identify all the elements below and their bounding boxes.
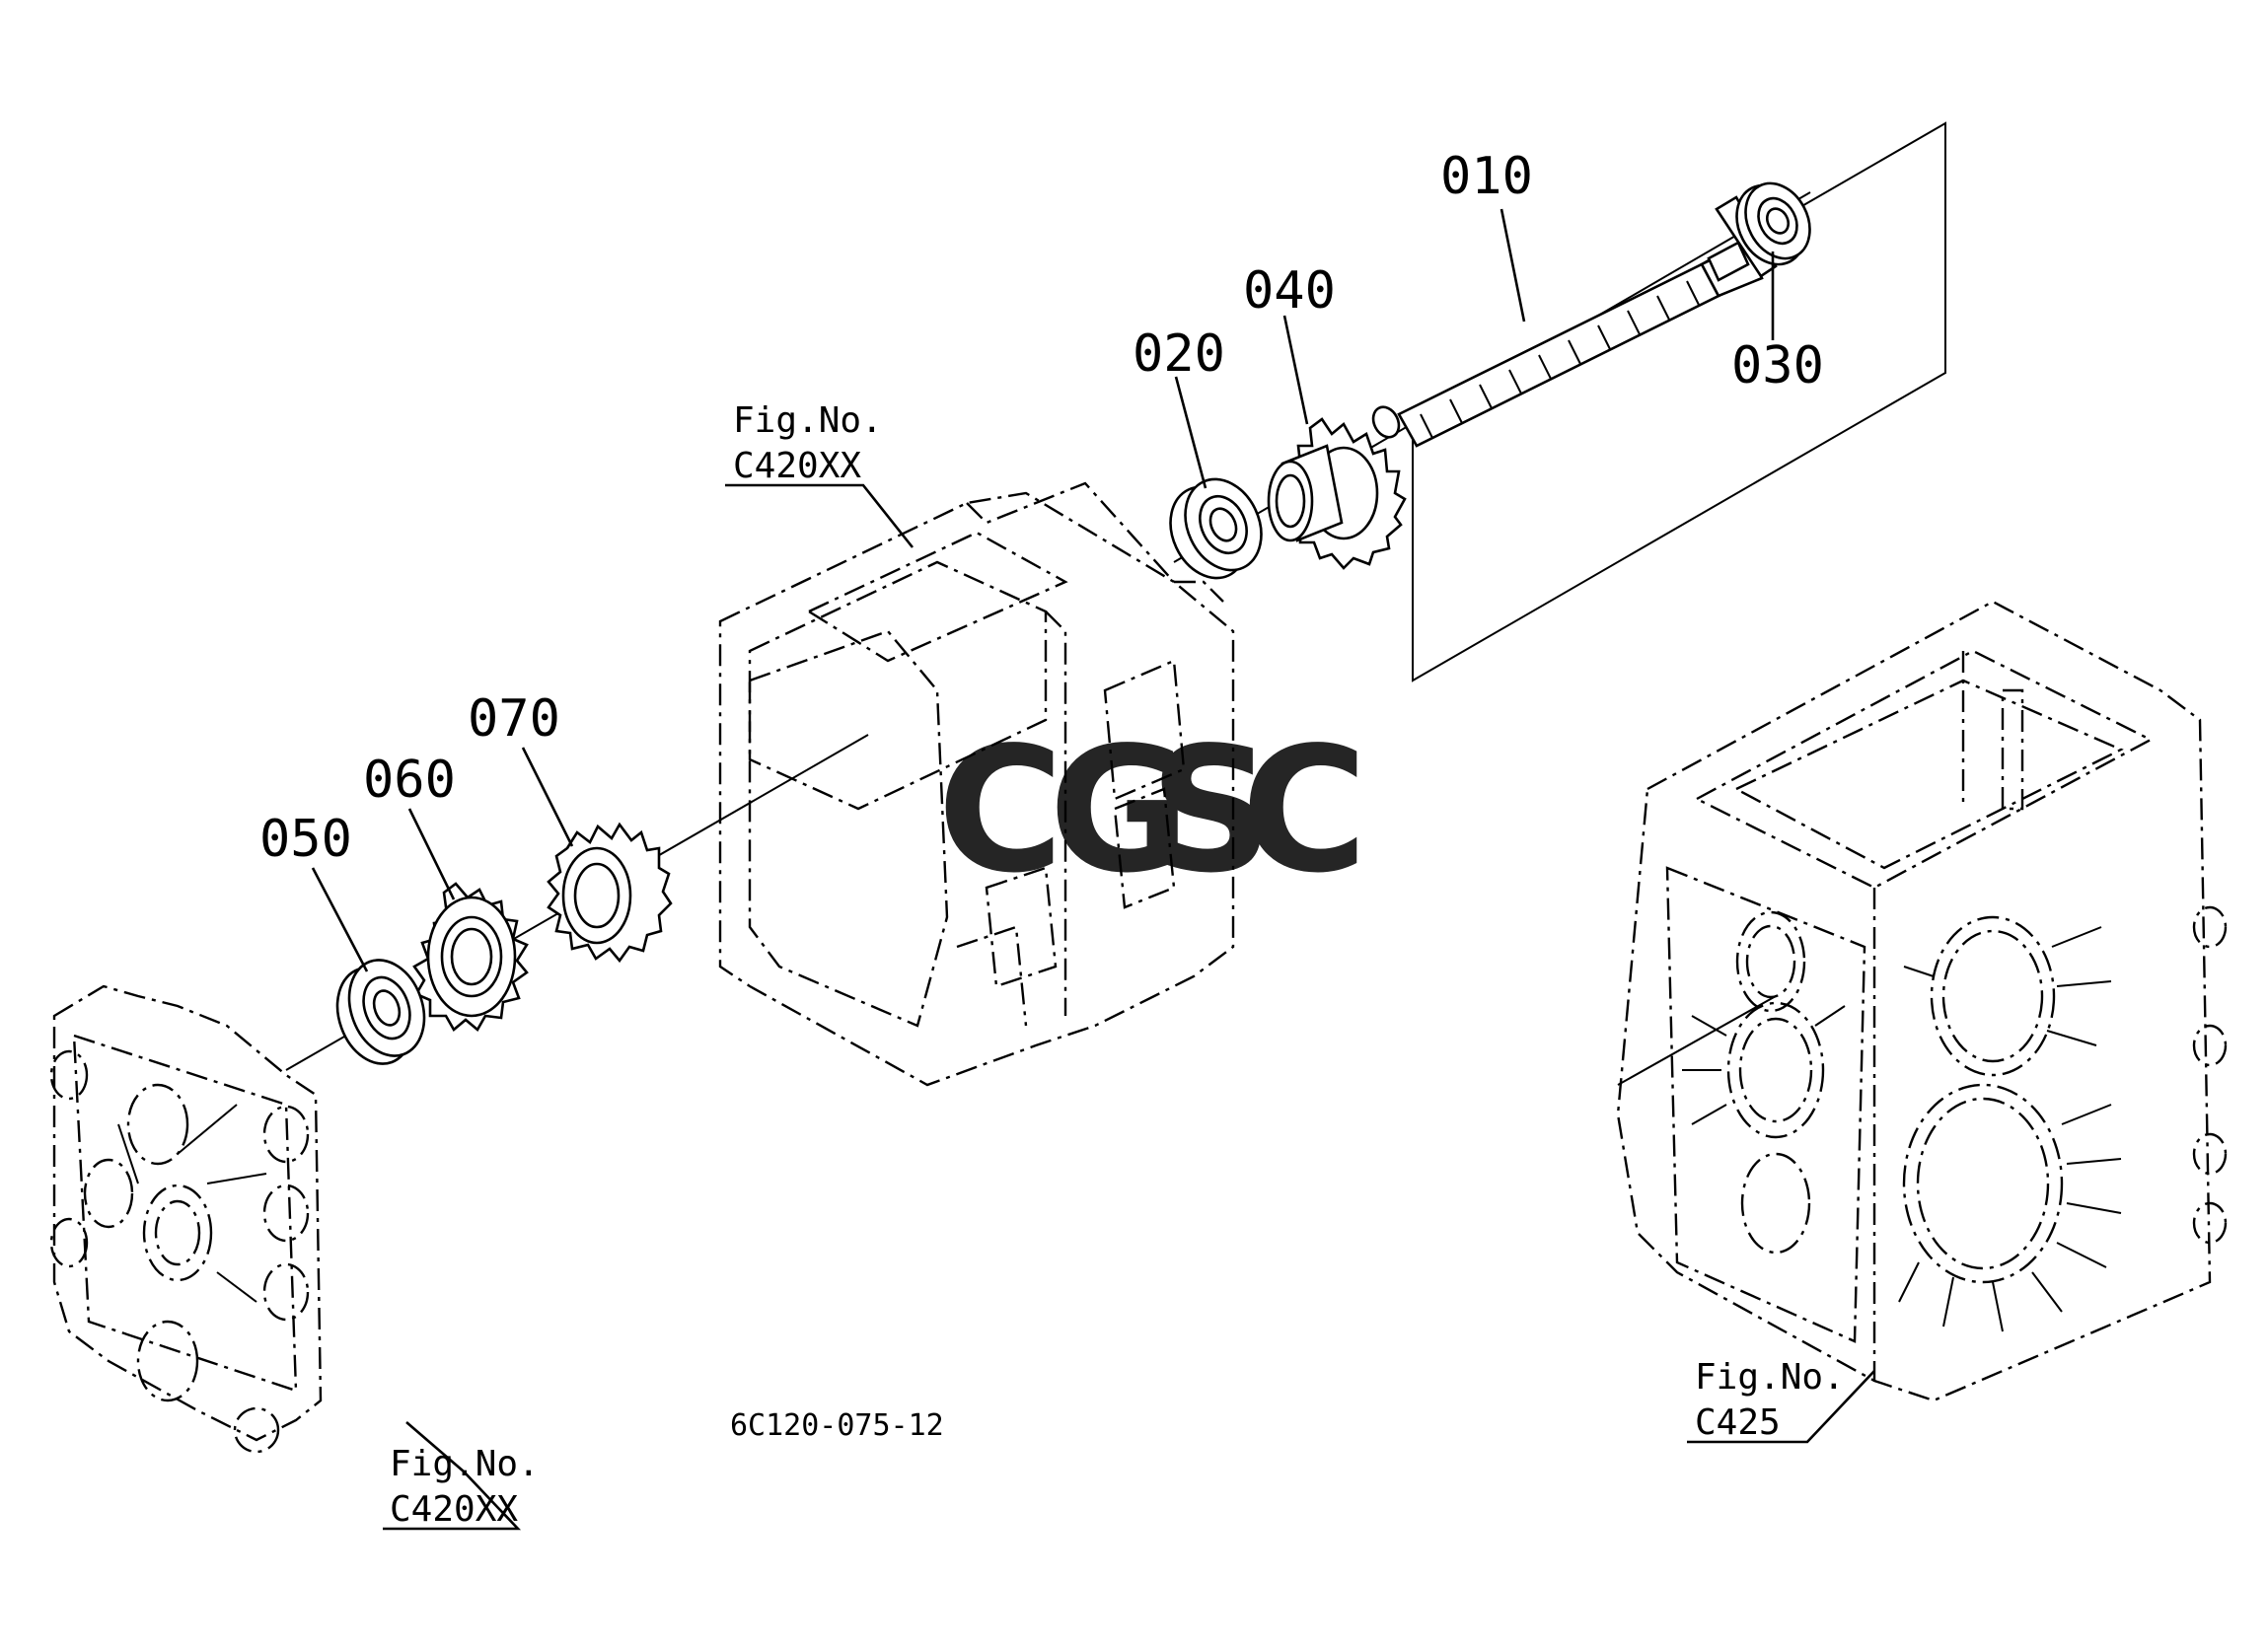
leader-fig-case-right — [1687, 1370, 1875, 1444]
watermark-letter-2: G — [1049, 711, 1191, 911]
reference-frame — [1412, 121, 1946, 682]
fig-ref-case-center[interactable]: Fig.No. C420XX — [733, 400, 883, 486]
leader-040 — [1282, 315, 1309, 425]
fig-ref-case-right[interactable]: Fig.No. C425 — [1695, 1357, 1845, 1443]
bearing-020[interactable] — [1156, 467, 1276, 590]
fig-ref-cover-left[interactable]: Fig.No. C420XX — [390, 1444, 540, 1530]
watermark-logo: C G S C — [937, 711, 1367, 911]
gear-070[interactable] — [547, 822, 673, 964]
watermark-letter-1: C — [937, 711, 1063, 911]
watermark-letter-3: S — [1149, 711, 1274, 911]
fig-ref-label: Fig.No. — [1695, 1357, 1845, 1398]
front-cover-left[interactable] — [49, 984, 323, 1454]
leader-lines — [311, 208, 1875, 1531]
shaft-010[interactable] — [1368, 195, 1778, 448]
fig-ref-label: Fig.No. — [390, 1444, 540, 1484]
leader-fig-cover-left — [383, 1421, 522, 1531]
fig-ref-number: C420XX — [733, 446, 861, 486]
callout-050: 050 — [259, 810, 352, 869]
fig-ref-label: Fig.No. — [733, 400, 883, 441]
bearing-030[interactable] — [1723, 173, 1822, 277]
leader-020 — [1174, 376, 1207, 489]
bearing-050[interactable] — [325, 950, 437, 1075]
leader-010 — [1500, 208, 1526, 323]
frame-axis-line — [1617, 995, 1777, 1086]
watermark-letter-4: C — [1241, 711, 1367, 911]
leader-050 — [311, 867, 369, 972]
leader-fig-case-center — [725, 483, 915, 548]
gear-060[interactable] — [412, 882, 529, 1032]
callout-070: 070 — [468, 689, 560, 749]
leader-060 — [407, 808, 456, 900]
fig-ref-number: C420XX — [390, 1489, 518, 1530]
gear-040[interactable] — [1267, 417, 1407, 570]
callout-040: 040 — [1243, 261, 1336, 321]
leader-070 — [521, 747, 574, 847]
transmission-case-right[interactable] — [1616, 600, 2228, 1402]
fig-ref-number: C425 — [1695, 1402, 1781, 1443]
callout-060: 060 — [363, 751, 456, 810]
transmission-case-center[interactable] — [718, 481, 1235, 1087]
callout-020: 020 — [1133, 324, 1225, 384]
callout-030: 030 — [1731, 336, 1824, 395]
callout-010: 010 — [1440, 147, 1533, 206]
drawing-code: 6C120-075-12 — [730, 1408, 944, 1443]
